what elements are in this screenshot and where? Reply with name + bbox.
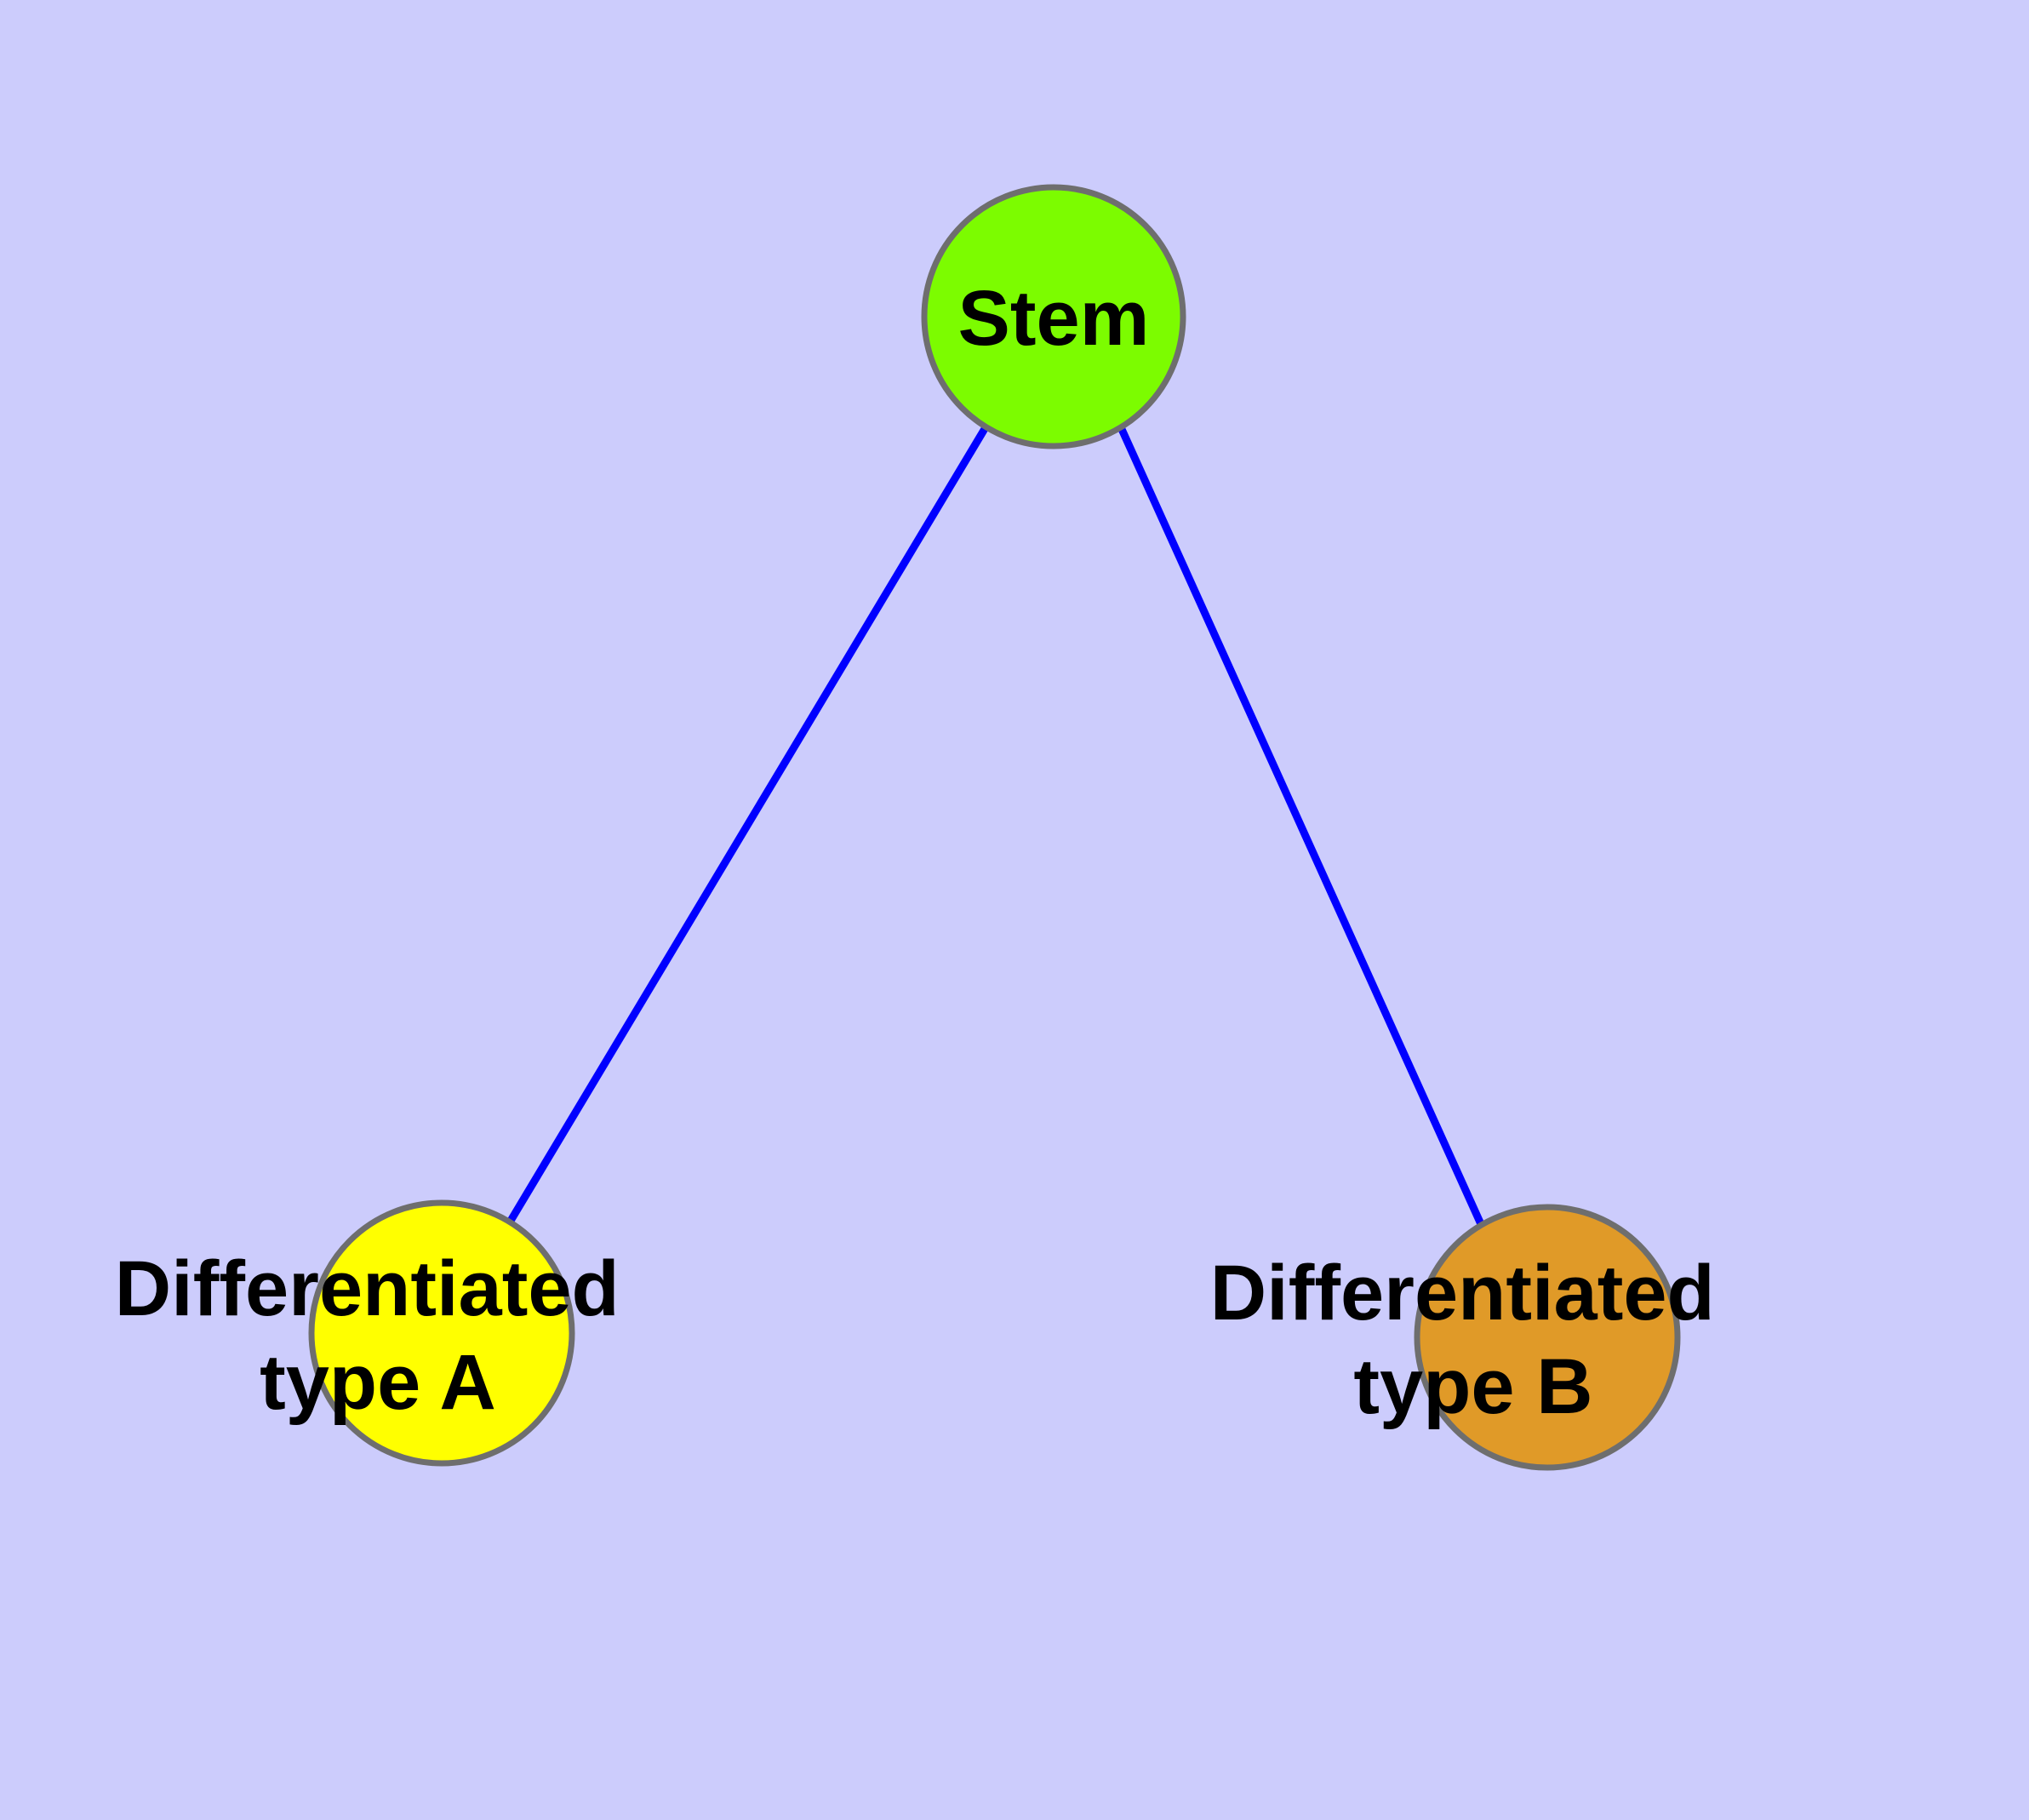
node-differentiated-type-a[interactable] bbox=[308, 1199, 575, 1467]
edges-group bbox=[507, 425, 1485, 1226]
node-label-differentiated-type-b-line-2: type B bbox=[1353, 1343, 1592, 1430]
nodes-group bbox=[308, 184, 1681, 1471]
node-label-stem-line-1: Stem bbox=[958, 275, 1150, 362]
node-label-differentiated-type-a: Differentiated type A bbox=[115, 1245, 642, 1426]
edge-stem-to-differentiated-type-b bbox=[1117, 426, 1485, 1226]
node-differentiated-type-b[interactable] bbox=[1414, 1204, 1681, 1471]
node-stem[interactable] bbox=[921, 184, 1186, 449]
node-label-differentiated-type-b: Differentiated type B bbox=[1210, 1250, 1737, 1430]
labels-group: Stem Differentiated type A Differentiate… bbox=[115, 275, 1737, 1430]
node-label-differentiated-type-a-line-2: type A bbox=[260, 1339, 496, 1426]
edge-stem-to-differentiated-type-a bbox=[507, 425, 989, 1223]
node-label-differentiated-type-b-line-1: Differentiated bbox=[1210, 1250, 1715, 1336]
node-label-differentiated-type-a-line-1: Differentiated bbox=[115, 1245, 620, 1332]
node-label-stem: Stem bbox=[958, 275, 1150, 362]
